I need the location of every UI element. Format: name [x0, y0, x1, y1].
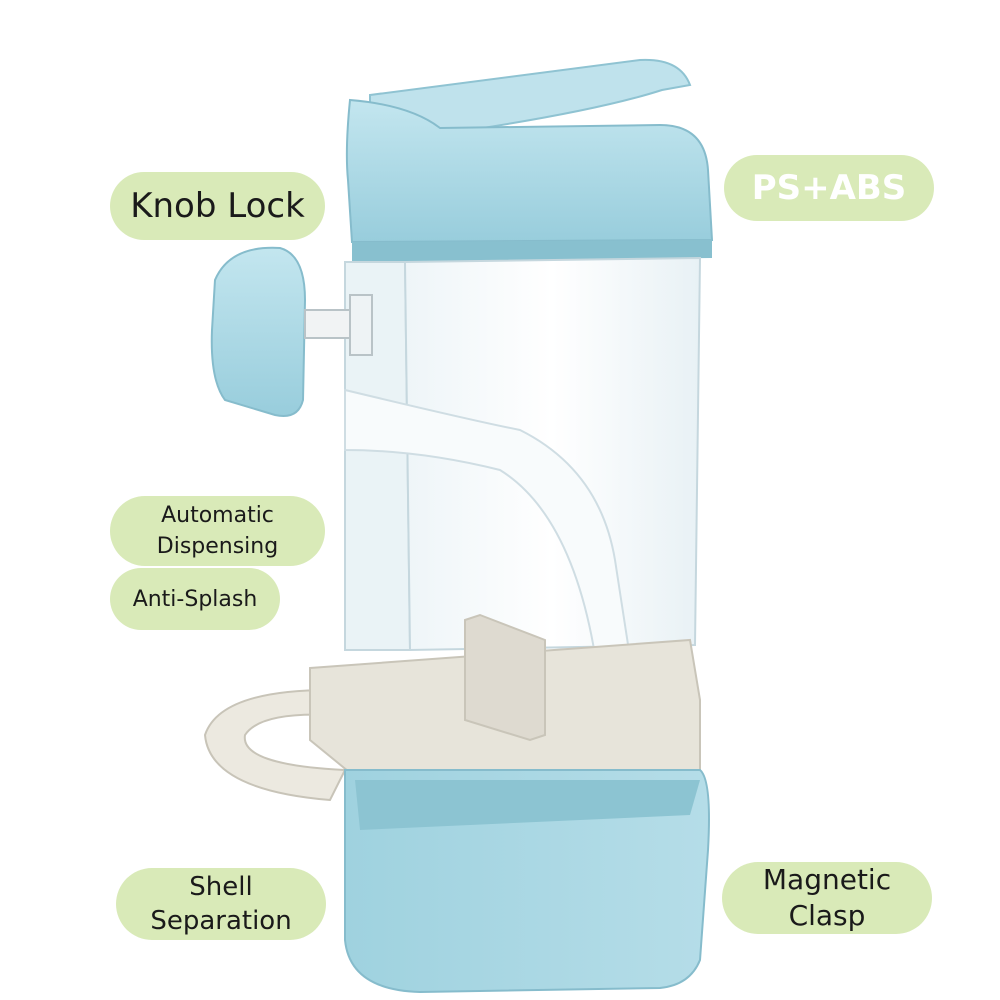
shell-text: Shell	[189, 872, 253, 902]
top-cap	[345, 98, 714, 244]
magnetic-clasp-label: Magnetic Clasp	[722, 862, 932, 934]
anti-splash-label: Anti-Splash	[110, 568, 280, 630]
tray-divider	[464, 613, 546, 742]
automatic-dispensing-label: Automatic Dispensing	[110, 496, 325, 566]
knob-lock-label: Knob Lock	[110, 172, 325, 240]
hang-ring	[203, 688, 347, 802]
top-cap-rim	[352, 240, 712, 262]
material-label: PS+ABS	[724, 155, 934, 221]
knob-mount	[349, 294, 373, 356]
dispensing-text: Dispensing	[156, 534, 279, 559]
anti-splash-text: Anti-Splash	[132, 586, 258, 612]
clasp-text: Clasp	[788, 899, 866, 932]
material-text: PS+ABS	[751, 168, 907, 208]
shell-separation-label: Shell Separation	[116, 868, 326, 940]
separation-text: Separation	[150, 906, 292, 936]
knob-lock-text: Knob Lock	[130, 186, 305, 226]
knob-screw	[304, 309, 358, 339]
knob-lock-part	[210, 246, 307, 417]
automatic-text: Automatic	[161, 503, 274, 528]
magnetic-text: Magnetic	[762, 863, 892, 896]
lid-flap	[369, 58, 692, 137]
base-inner	[355, 780, 700, 830]
